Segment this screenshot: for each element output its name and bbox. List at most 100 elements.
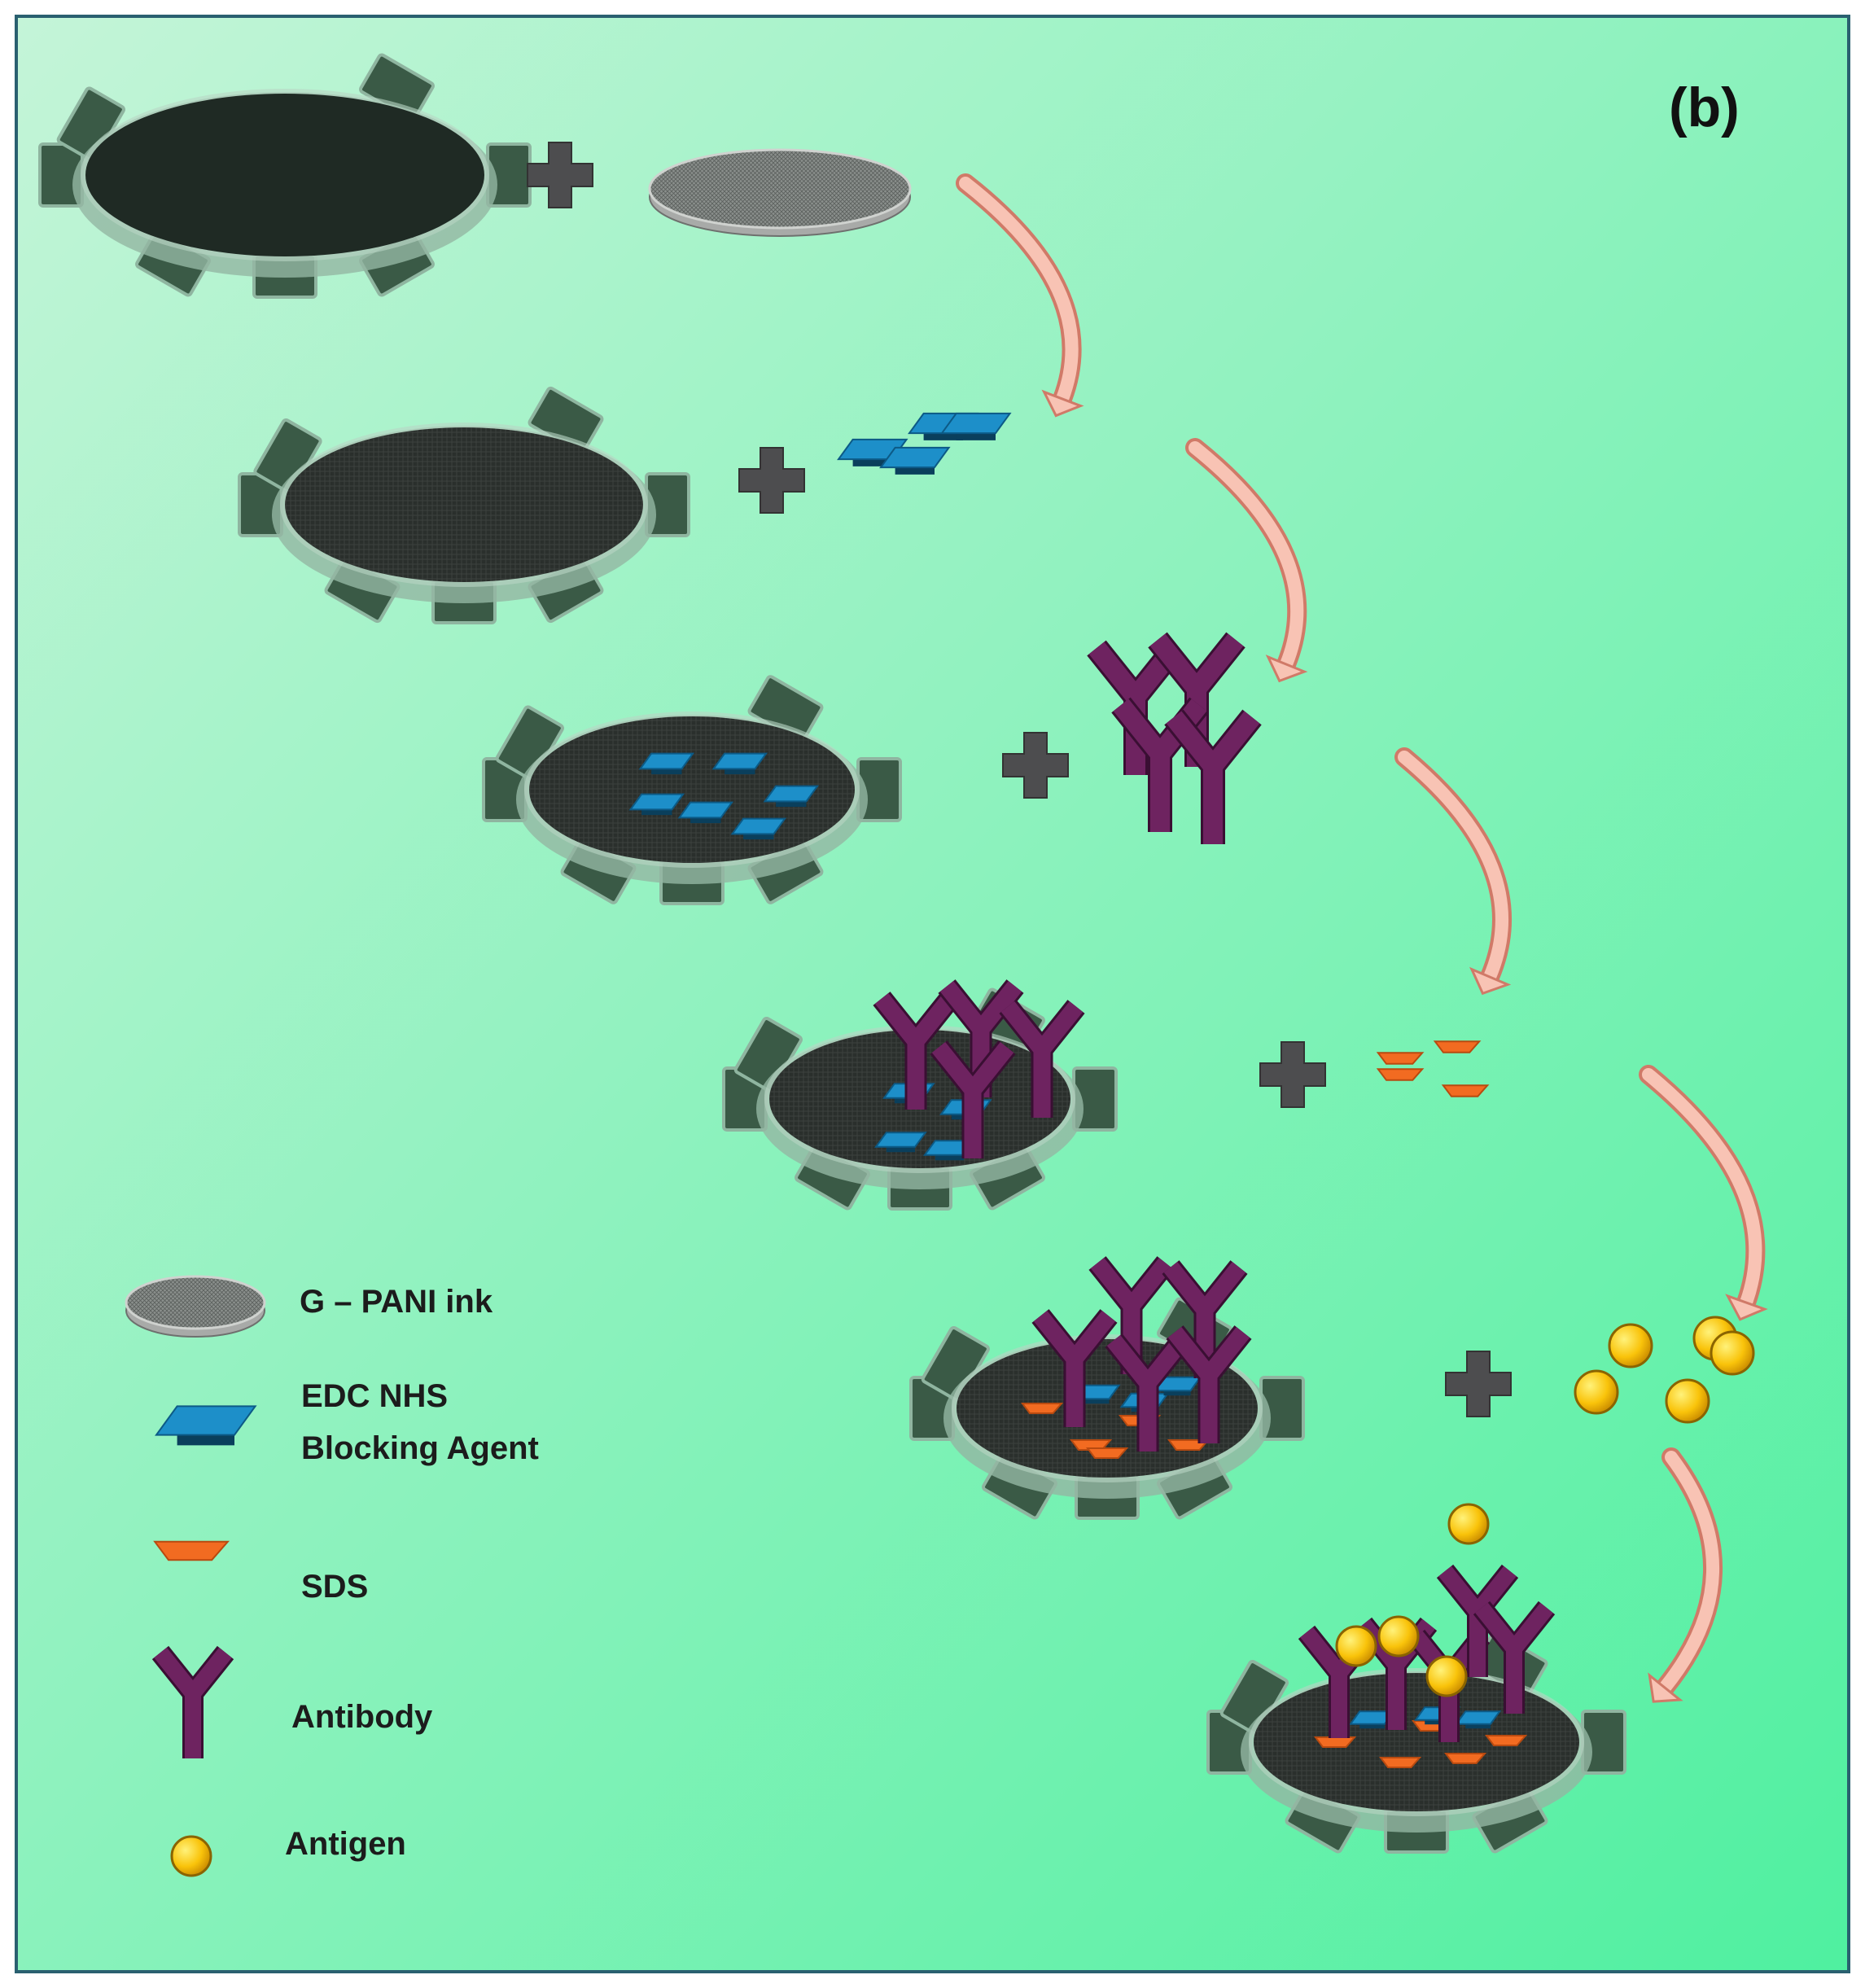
plus-shape xyxy=(1002,732,1069,799)
tile-side xyxy=(1082,1399,1110,1404)
blue-tile-icon xyxy=(677,801,734,824)
orange-trapezoid-icon xyxy=(1444,1753,1487,1764)
trapezoid-shape xyxy=(1376,1052,1425,1065)
ink-disc-icon xyxy=(648,148,912,237)
antigen-sphere-icon xyxy=(1665,1378,1710,1424)
arrow-head xyxy=(1041,389,1084,418)
plus-shape xyxy=(1445,1351,1512,1417)
arrow-head xyxy=(1725,1294,1768,1321)
antigen-circle xyxy=(1665,1378,1710,1424)
antigen-circle xyxy=(1425,1655,1468,1697)
tile-side xyxy=(641,809,672,816)
tile-top xyxy=(638,752,695,770)
orange-trapezoid-icon xyxy=(1433,1040,1482,1053)
blue-tile-icon xyxy=(711,752,768,775)
antigen-sphere-icon xyxy=(1574,1369,1619,1415)
ink-disc-top xyxy=(125,1275,266,1330)
tile-top xyxy=(730,817,787,835)
tile-side xyxy=(743,834,774,840)
blue-tile-icon xyxy=(1455,1710,1502,1729)
tile-top xyxy=(763,785,820,803)
curved-arrow-icon xyxy=(1185,438,1308,683)
legend-label-g-pani: G – PANI ink xyxy=(300,1284,493,1320)
arrow-shaft xyxy=(959,177,1079,405)
curved-arrow-icon xyxy=(956,173,1084,418)
tile-side xyxy=(776,801,807,808)
antibody-y-icon xyxy=(1031,1309,1118,1427)
tile-side xyxy=(923,433,963,440)
electrode-icon xyxy=(238,386,690,624)
trapezoid-shape xyxy=(1086,1447,1129,1459)
tile-top xyxy=(677,801,734,819)
orange-trapezoid-icon xyxy=(1379,1757,1422,1768)
tile-side xyxy=(935,1154,964,1161)
antibody-y-icon xyxy=(1473,1600,1556,1714)
antibody-y-icon xyxy=(873,992,959,1110)
trapezoid-shape xyxy=(1379,1757,1422,1768)
plus-icon xyxy=(1259,1041,1326,1108)
antigen-sphere-icon xyxy=(170,1835,212,1877)
arrow-shaft xyxy=(1398,751,1509,983)
curved-arrow-icon xyxy=(1639,1065,1768,1321)
ink-disc-icon xyxy=(125,1275,266,1338)
antigen-sphere-icon xyxy=(1425,1655,1468,1697)
antibody-y-icon xyxy=(1105,1333,1191,1452)
blue-tile-icon xyxy=(879,446,951,475)
plus-layer xyxy=(527,142,1512,1417)
electrode-surface xyxy=(285,427,643,582)
arrow-head xyxy=(1469,966,1512,996)
legend-label-sds: SDS xyxy=(301,1569,368,1605)
blue-tile-icon xyxy=(638,752,695,775)
plus-icon xyxy=(1002,732,1069,799)
tile-top xyxy=(711,752,768,770)
ink-disc-top xyxy=(648,148,912,230)
diagram-frame xyxy=(15,15,1850,1973)
tile-side xyxy=(886,1146,915,1153)
trapezoid-shape xyxy=(1376,1068,1425,1081)
tile-top xyxy=(874,1132,927,1148)
plus-icon xyxy=(527,142,593,208)
arrow-layer xyxy=(956,173,1768,1703)
curved-arrow-icon xyxy=(1394,747,1513,996)
antigen-sphere-icon xyxy=(1377,1615,1420,1657)
antigen-circle xyxy=(1377,1615,1420,1657)
tile-side xyxy=(1465,1723,1491,1729)
electrode-surface xyxy=(1254,1673,1579,1811)
orange-trapezoid-icon xyxy=(1485,1735,1528,1746)
panel-label: (b) xyxy=(1669,77,1740,138)
antigen-sphere-icon xyxy=(1335,1625,1377,1667)
blue-tile-icon xyxy=(1152,1376,1202,1396)
legend-label-edc-line2: Blocking Agent xyxy=(301,1430,539,1466)
antigen-sphere-icon xyxy=(1608,1323,1653,1368)
tile-side xyxy=(690,817,721,824)
antigen-sphere-icon xyxy=(1447,1503,1490,1545)
trapezoid-shape xyxy=(1444,1753,1487,1764)
tile-side xyxy=(895,467,935,475)
tile-side xyxy=(956,433,996,440)
electrode-icon xyxy=(38,53,532,299)
plus-shape xyxy=(738,447,805,514)
orange-trapezoid-icon xyxy=(1086,1447,1129,1459)
blue-tile-icon xyxy=(874,1132,927,1153)
legend-label-antigen: Antigen xyxy=(285,1826,406,1862)
trapezoid-shape xyxy=(1021,1403,1064,1414)
plus-shape xyxy=(527,142,593,208)
blue-tile-icon xyxy=(730,817,787,840)
antibody-y-icon xyxy=(1166,1325,1252,1443)
antibody-y-icon xyxy=(1164,709,1262,844)
antigen-circle xyxy=(1710,1330,1755,1376)
tile-side xyxy=(725,768,755,775)
arrow-shaft xyxy=(1658,1451,1720,1694)
plus-icon xyxy=(1445,1351,1512,1417)
trapezoid-shape xyxy=(1433,1040,1482,1053)
blue-tile-icon xyxy=(1349,1710,1396,1729)
blue-tile-icon xyxy=(940,412,1012,440)
blue-tile-icon xyxy=(763,785,820,808)
trapezoid-shape xyxy=(153,1540,230,1561)
legend-label-antibody: Antibody xyxy=(291,1699,433,1735)
tile-top xyxy=(879,446,951,469)
arrow-head xyxy=(1265,655,1308,683)
orange-trapezoid-icon xyxy=(1441,1084,1490,1097)
